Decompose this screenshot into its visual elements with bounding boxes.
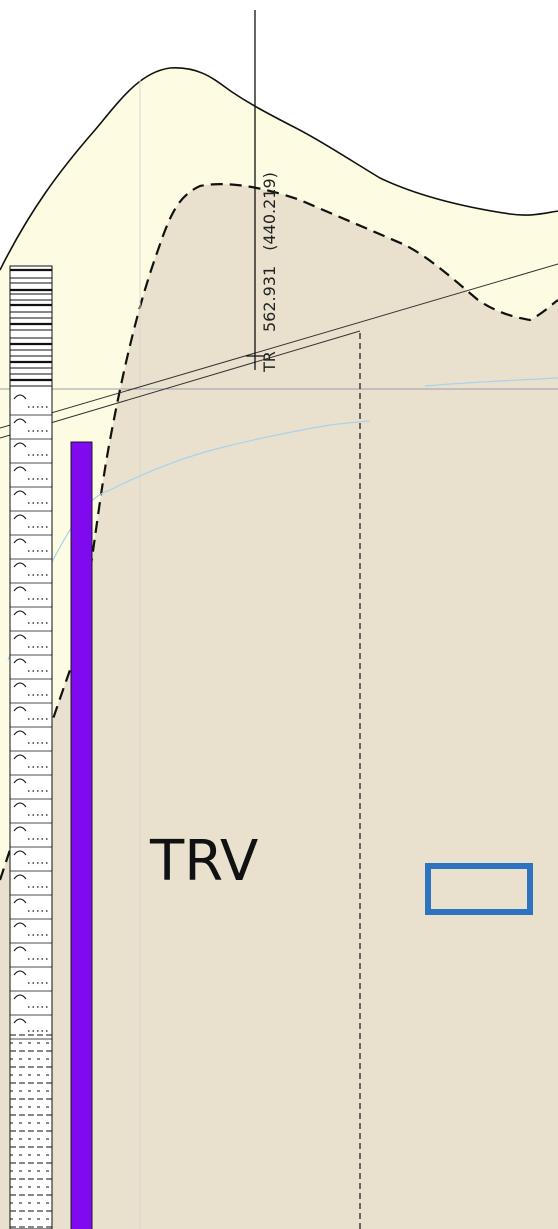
geologic-unit-label: TRV [149, 829, 258, 894]
strip-wave-mark [13, 970, 27, 976]
strip-wave-mark [13, 394, 27, 400]
strip-wave-mark [13, 586, 27, 592]
strip-wave-mark [13, 922, 27, 928]
strip-wave-mark [13, 730, 27, 736]
station-marker-label: TR 562.931 (440.219) [260, 172, 279, 373]
alignment-line-lower [0, 330, 361, 439]
alignment-line-upper [0, 263, 558, 429]
strip-wave-mark [13, 898, 27, 904]
strip-wave-mark [13, 442, 27, 448]
strip-wave-mark [13, 874, 27, 880]
selection-box[interactable] [425, 863, 533, 915]
strip-wave-mark [13, 682, 27, 688]
ground-surface-line [0, 67, 558, 271]
strip-wave-mark [13, 994, 27, 1000]
strip-wave-mark [13, 562, 27, 568]
borehole-strip-log [9, 265, 53, 1229]
strip-wave-mark [13, 706, 27, 712]
strip-wave-mark [13, 826, 27, 832]
strip-wave-mark [13, 538, 27, 544]
svg-text:TR 562.931 (44: TR 562.931 (440.219) [260, 172, 279, 373]
strip-wave-mark [13, 754, 27, 760]
marker-secondary: (440.219) [260, 172, 279, 251]
marker-value: 562.931 [260, 266, 279, 332]
strip-wave-mark [13, 802, 27, 808]
strip-wave-mark [13, 778, 27, 784]
strip-wave-mark [13, 850, 27, 856]
strip-wave-mark [13, 946, 27, 952]
strip-wave-mark [13, 490, 27, 496]
marker-prefix: TR [260, 351, 279, 373]
strip-wave-mark [13, 610, 27, 616]
strip-wave-mark [13, 1018, 27, 1024]
strip-wave-mark [13, 418, 27, 424]
strip-wave-mark [13, 634, 27, 640]
borehole-column-bar[interactable] [70, 441, 93, 1229]
strip-wave-mark [13, 514, 27, 520]
strip-wave-mark [13, 658, 27, 664]
strip-wave-mark [13, 466, 27, 472]
